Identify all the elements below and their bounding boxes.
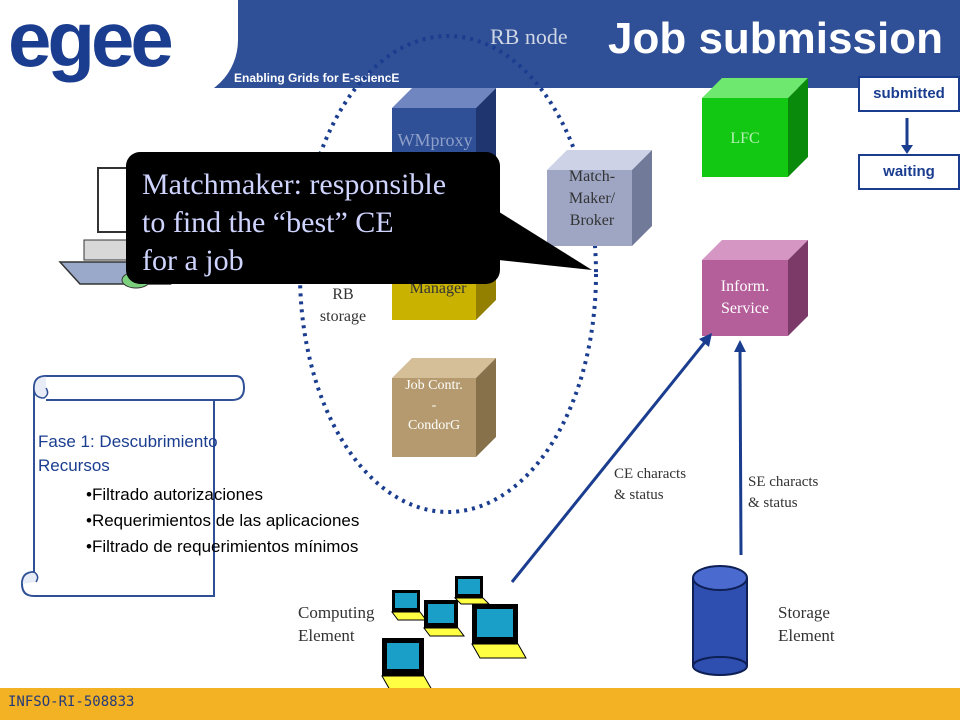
rb-node-boundary: [298, 34, 598, 514]
rb-storage-line-1: RB: [332, 286, 354, 303]
callout-line-1: Matchmaker: responsible: [142, 168, 447, 201]
computing-element-line-2: Element: [298, 625, 355, 645]
job-controller-line-3: CondorG: [407, 418, 461, 433]
computing-element-line-1: Computing: [298, 603, 375, 622]
ce-arrow: [510, 341, 707, 583]
job-controller-label: Job Contr. - CondorG: [392, 376, 476, 436]
lfc-label: LFC: [730, 130, 760, 147]
info-service-label: Inform. Service: [702, 276, 788, 320]
matchmaker-callout: [126, 152, 500, 284]
info-service-line-1: Inform.: [720, 278, 770, 295]
footer-text: INFSO-RI-508833: [8, 694, 135, 710]
page-title: Job submission: [608, 14, 943, 63]
manager-label: Manager: [409, 280, 467, 297]
scroll-heading-line-2: Recursos: [38, 456, 110, 475]
match-maker-label: Match- Maker/ Broker: [547, 166, 637, 232]
computing-element-label: Computing Element: [298, 602, 375, 648]
match-maker-line-3: Broker: [569, 212, 615, 229]
logo-text: egee: [8, 0, 174, 85]
ce-characts-line-2: & status: [614, 487, 664, 503]
rb-storage-label: RB storage: [306, 284, 380, 327]
scroll-heading: Fase 1: Descubrimiento Recursos: [38, 430, 218, 478]
ce-arrow-head: [699, 333, 712, 347]
scroll-shape: [20, 375, 246, 597]
tagline: Enabling Grids for E-sciencE: [234, 71, 400, 85]
se-characts-line-1: SE characts: [748, 474, 819, 490]
callout-pointer: [480, 200, 592, 270]
ce-characts-line-1: CE characts: [614, 466, 687, 482]
match-maker-cube: [547, 150, 652, 246]
status-waiting: waiting: [858, 154, 960, 190]
callout-line-3: for a job: [142, 244, 244, 277]
callout-line-2: to find the “best” CE: [142, 206, 394, 239]
scroll-list: •Filtrado autorizaciones •Requerimientos…: [86, 482, 359, 560]
match-maker-line-2: Maker/: [568, 190, 616, 207]
storage-element-label: Storage Element: [778, 602, 835, 648]
scroll-list-item: •Filtrado de requerimientos mínimos: [86, 537, 359, 556]
computing-element-icon: [381, 576, 527, 691]
status-submitted: submitted: [858, 76, 960, 112]
storage-element-line-1: Storage: [778, 603, 830, 622]
se-characts-line-2: & status: [748, 495, 798, 511]
rb-storage-line-2: storage: [319, 307, 367, 325]
scroll-list-item: •Requerimientos de las aplicaciones: [86, 511, 360, 530]
se-arrow-head: [734, 340, 746, 352]
info-service-line-2: Service: [721, 300, 769, 317]
wmproxy-label: WMproxy: [397, 130, 473, 150]
ce-characts-label: CE characts & status: [614, 464, 686, 506]
state-arrow-head: [901, 145, 913, 154]
scroll-item-3: Filtrado de requerimientos mínimos: [91, 537, 359, 556]
scroll-heading-line-1: Fase 1: Descubrimiento: [38, 432, 218, 451]
job-controller-line-1: Job Contr.: [405, 378, 463, 393]
scroll-item-2: Requerimientos de las aplicaciones: [91, 511, 360, 530]
rb-node-label: RB node: [490, 24, 568, 49]
se-arrow: [738, 347, 743, 556]
scroll-list-item: •Filtrado autorizaciones: [86, 485, 263, 504]
logo-wordmark: egee: [8, 0, 174, 83]
logo: egee: [0, 0, 238, 100]
job-controller-cube: [392, 358, 496, 457]
callout-text: Matchmaker: responsible to find the “bes…: [142, 166, 492, 280]
job-controller-line-2: -: [431, 398, 437, 413]
storage-cylinder-icon: [692, 565, 748, 676]
match-maker-line-1: Match-: [568, 168, 616, 185]
se-characts-label: SE characts & status: [748, 472, 818, 514]
scroll-item-1: Filtrado autorizaciones: [91, 485, 263, 504]
lfc-cube: [702, 78, 808, 177]
footer-bar: [0, 688, 960, 720]
storage-element-line-2: Element: [778, 625, 835, 645]
info-service-cube: [702, 240, 808, 336]
